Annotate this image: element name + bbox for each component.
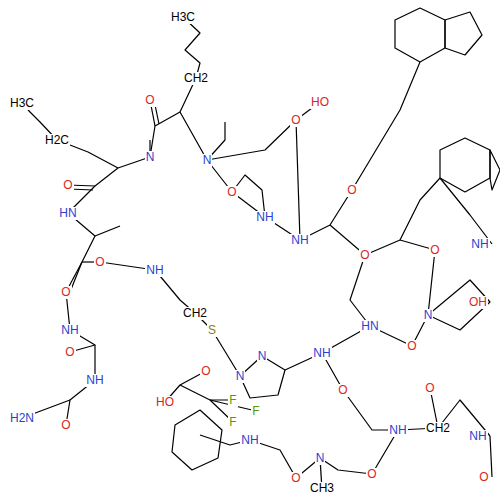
- atom-label: O: [60, 286, 71, 299]
- atom-label: O: [478, 471, 489, 484]
- atom-label: O: [346, 184, 357, 197]
- atom-label: O: [424, 382, 435, 395]
- atom-label: O: [290, 472, 301, 485]
- atom-label: NH: [388, 424, 407, 437]
- atom-label: NH: [312, 347, 331, 360]
- atom-label: O: [200, 365, 211, 378]
- atom-label: O: [62, 179, 73, 192]
- atom-label: NH: [255, 211, 274, 224]
- atom-label: F: [251, 405, 260, 418]
- atom-label: NH: [468, 430, 487, 443]
- atom-label: N: [235, 370, 246, 383]
- atom-label: F: [228, 416, 237, 429]
- atom-label: N: [202, 154, 213, 167]
- atom-label: OH: [468, 296, 488, 309]
- atom-label: O: [60, 419, 71, 432]
- atom-label: N: [423, 309, 434, 322]
- atom-label: NH: [290, 234, 309, 247]
- atom-label: HO: [310, 96, 330, 109]
- atom-label: H2N: [9, 412, 35, 425]
- atom-label: O: [429, 244, 440, 257]
- atom-label: O: [144, 94, 155, 107]
- atom-label: O: [406, 340, 417, 353]
- atom-label: HN: [360, 320, 379, 333]
- atom-label: NH: [60, 324, 79, 337]
- atom-label: O: [359, 249, 370, 262]
- atom-label: NH: [145, 264, 164, 277]
- atom-label: N: [145, 151, 156, 164]
- atom-label: NH: [240, 434, 259, 447]
- atom-label: O: [64, 346, 75, 359]
- atom-label: H3C: [9, 97, 35, 110]
- atom-label: O: [366, 468, 377, 481]
- atom-label: N: [257, 350, 268, 363]
- atom-label: CH2: [183, 72, 209, 85]
- atom-label: CH3: [309, 482, 335, 495]
- atom-label: O: [94, 256, 105, 269]
- atom-label: F: [228, 394, 237, 407]
- atom-label: H3C: [170, 11, 196, 24]
- atom-label: H2C: [44, 134, 70, 147]
- atom-label: O: [290, 114, 301, 127]
- atom-label: O: [337, 384, 348, 397]
- atom-label: HO: [155, 396, 175, 409]
- atom-label: CH2: [182, 307, 208, 320]
- atom-label: O: [226, 186, 237, 199]
- atom-label: CH2: [425, 422, 451, 435]
- atom-label: N: [315, 452, 326, 465]
- atom-label: S: [207, 324, 217, 337]
- atom-label: NH: [470, 238, 489, 251]
- atom-label: HN: [58, 207, 77, 220]
- atom-label: NH: [85, 374, 104, 387]
